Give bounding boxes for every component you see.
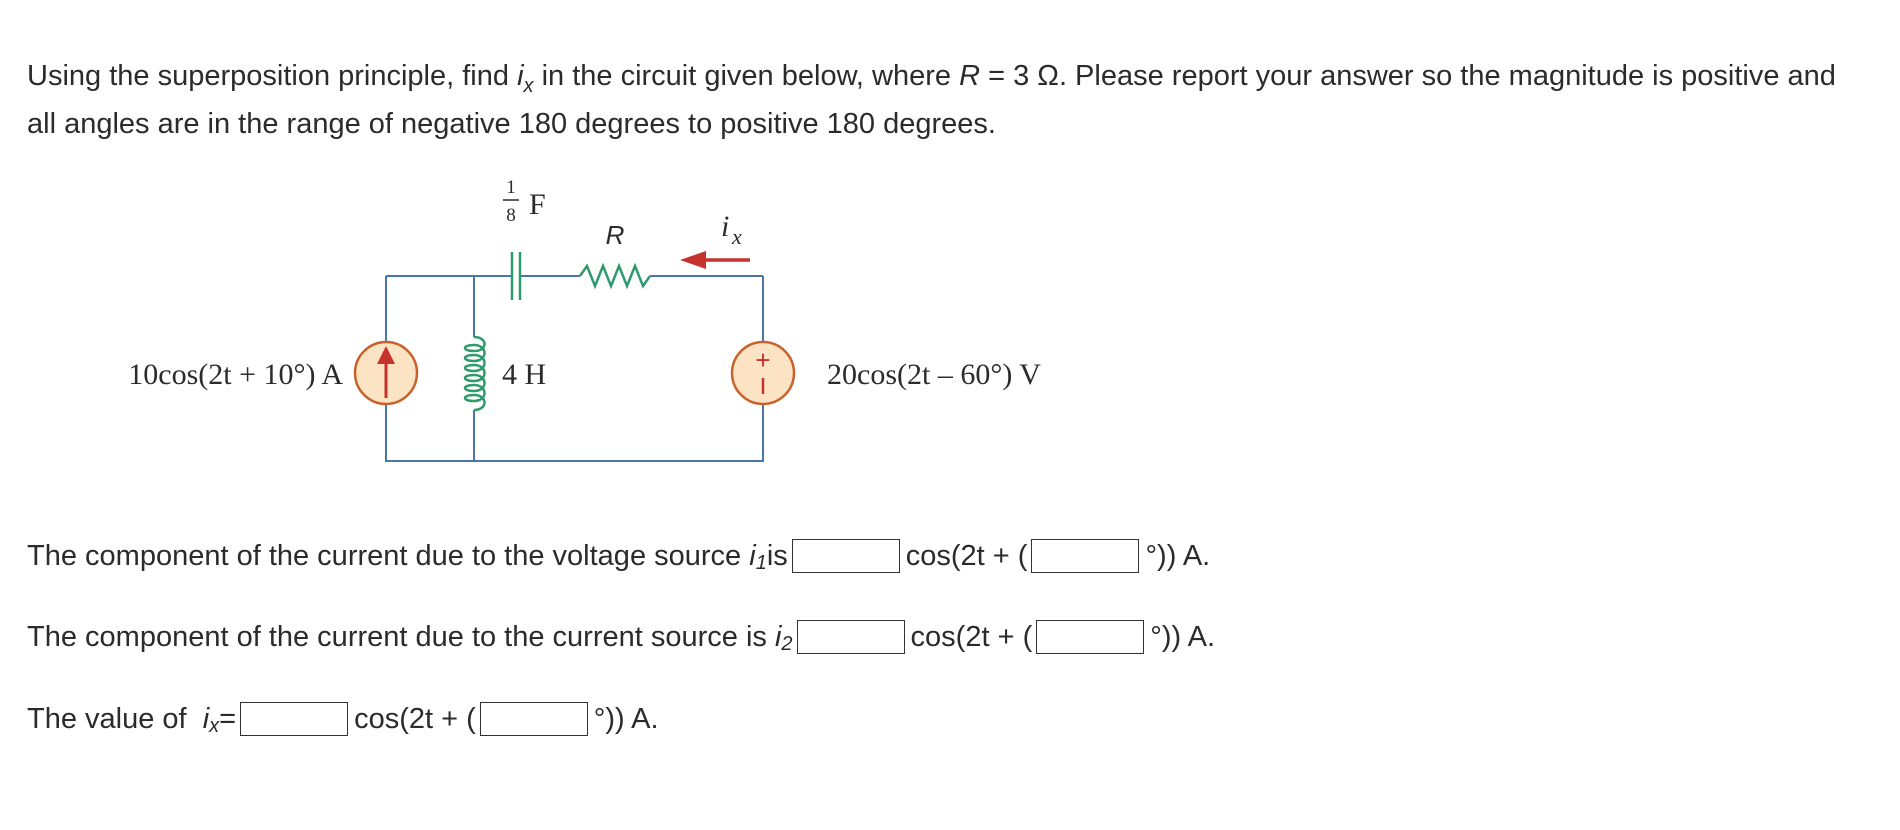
ix-angle-input[interactable] [479,702,588,736]
row1-suffix: is [766,540,788,572]
answer-row-current-source: The component of the current due to the … [27,617,1215,657]
capacitor-unit: F [529,188,546,221]
resistor-label: R [606,220,625,250]
capacitor-label: 1 8 F [503,177,546,226]
question-part3: = 3 Ω. Please report your answer so the … [27,60,1836,140]
resistor-icon [578,262,652,290]
voltage-source-icon: + [730,340,796,406]
question-part1: Using the superposition principle, find [27,60,518,92]
row3-var-sub: x [209,715,220,737]
question-part2: in the circuit given below, where [533,60,960,92]
capacitor-icon [510,252,522,300]
capacitor-numerator: 1 [506,177,516,198]
var-x: x [523,75,534,97]
row2-var-sub: 2 [781,633,793,655]
row1-var-sub: 1 [755,552,767,574]
row1-var-i: i [749,540,756,572]
answer-row-voltage-source: The component of the current due to the … [27,536,1210,576]
current-component-magnitude-input[interactable] [796,620,905,654]
row2-end: °)) A. [1150,621,1216,653]
voltage-source-label: 20cos(2t – 60°) V [827,358,1041,391]
row3-var-i: i [202,703,210,735]
voltage-component-angle-input[interactable] [1031,539,1140,573]
row3-prefix: The value of [27,703,203,735]
var-i: i [517,60,524,92]
row2-mid: cos(2t + ( [910,621,1033,653]
ix-magnitude-input[interactable] [240,702,349,736]
current-label-i: i [721,210,729,243]
row2-prefix: The component of the current due to the … [27,621,775,653]
row1-end: °)) A. [1145,540,1211,572]
current-label: i x [721,210,742,249]
voltage-component-magnitude-input[interactable] [791,539,900,573]
var-R: R [959,60,981,92]
voltage-plus: + [755,345,770,375]
row3-suffix: = [219,703,237,735]
current-component-angle-input[interactable] [1036,620,1145,654]
row3-mid: cos(2t + ( [354,703,476,735]
circuit-diagram: 10cos(2t + 10°) A 4 H 1 8 F R i x [128,177,1041,462]
row1-mid: cos(2t + ( [905,540,1028,572]
row3-end: °)) A. [593,703,659,735]
current-source-label: 10cos(2t + 10°) A [128,358,343,391]
current-label-x: x [731,224,742,249]
question-text: Using the superposition principle, find … [27,54,1867,147]
current-direction-arrow-icon [680,251,750,269]
capacitor-denominator: 8 [506,205,516,226]
inductor-label: 4 H [502,358,546,391]
current-source-icon [353,340,419,406]
inductor-icon [463,335,486,412]
circuit-wires [385,275,764,462]
row2-var-i: i [774,621,782,653]
row1-prefix: The component of the current due to the … [27,540,750,572]
